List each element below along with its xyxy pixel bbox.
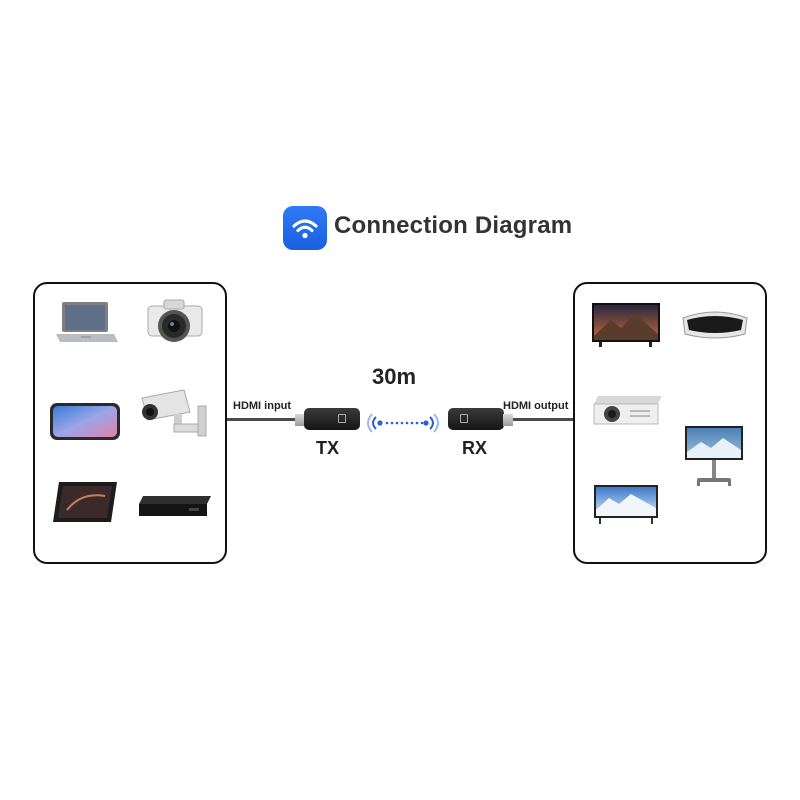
wireless-signal-icon bbox=[367, 413, 439, 433]
diagram-title: Connection Diagram bbox=[334, 212, 573, 239]
laptop-icon bbox=[56, 302, 118, 342]
hdmi-input-label: HDMI input bbox=[233, 400, 292, 412]
tx-hdmi-plug bbox=[295, 414, 305, 426]
tablet-icon bbox=[53, 482, 117, 522]
monitor-on-stand-icon bbox=[685, 426, 743, 486]
security-camera-icon bbox=[141, 389, 207, 437]
projector-icon bbox=[593, 396, 662, 425]
hdmi-input-cable bbox=[227, 418, 303, 421]
rx-hdmi-plug bbox=[503, 414, 513, 426]
rx-label: RX bbox=[462, 438, 488, 458]
tx-indicator-icon bbox=[338, 414, 346, 423]
hdmi-output-label: HDMI output bbox=[503, 400, 569, 412]
smartphone-icon bbox=[50, 403, 120, 440]
hdmi-output-cable bbox=[497, 418, 573, 421]
tx-label: TX bbox=[316, 438, 340, 458]
smart-tv-icon bbox=[594, 485, 658, 524]
distance-label: 30m bbox=[372, 364, 417, 389]
rx-receiver bbox=[448, 408, 504, 430]
vr-headset-icon bbox=[682, 311, 748, 339]
camera-icon bbox=[147, 299, 203, 342]
set-top-box-icon bbox=[139, 496, 211, 516]
tx-transmitter bbox=[304, 408, 360, 430]
wifi-icon bbox=[283, 206, 327, 250]
rx-indicator-icon bbox=[460, 414, 468, 423]
tv-icon bbox=[592, 303, 660, 347]
